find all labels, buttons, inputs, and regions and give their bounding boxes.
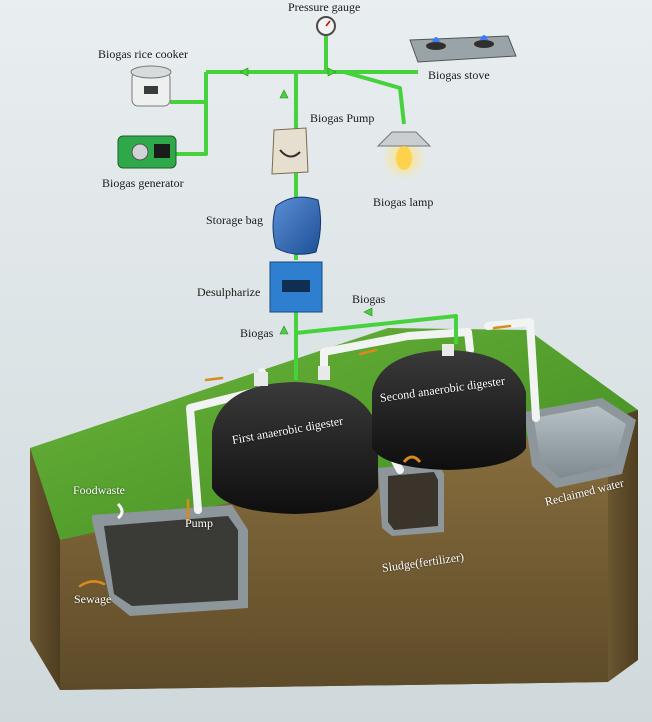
label-foodwaste: Foodwaste <box>73 483 125 497</box>
desulfurizer-icon <box>269 261 323 313</box>
first-tank-port <box>254 372 268 386</box>
sludge-arrow <box>402 455 422 463</box>
soil-left-face <box>30 448 60 690</box>
label-biogas-lamp: Biogas lamp <box>373 195 434 209</box>
second-digester-tank <box>372 344 526 470</box>
label-desulpharize: Desulpharize <box>197 285 261 299</box>
flow-arrow-1 <box>204 376 224 382</box>
gas-arrow-left-2 <box>363 307 373 317</box>
label-biogas-pump: Biogas Pump <box>310 111 375 125</box>
rice-cooker-icon <box>130 65 172 107</box>
gas-stove-icon <box>409 35 517 63</box>
second-tank-body <box>372 350 526 470</box>
label-biogas-lower: Biogas <box>240 326 274 340</box>
lamp-branch <box>343 70 406 125</box>
gas-arrow-right <box>327 67 337 77</box>
pit-slurry <box>104 516 238 606</box>
foodwaste-pit <box>92 505 248 616</box>
label-pump: Pump <box>185 516 214 530</box>
sludge-pit <box>378 462 444 536</box>
label-biogas-stove: Biogas stove <box>428 68 490 82</box>
gas-arrow-up-1 <box>279 89 289 99</box>
gas-flow-arrows <box>239 67 373 335</box>
generator-branch <box>172 102 208 156</box>
label-pressure-gauge: Pressure gauge <box>288 0 361 14</box>
gas-arrow-left <box>239 67 249 77</box>
reclaimed-water-pit <box>524 398 636 488</box>
first-tank-body <box>212 382 378 514</box>
lamp-icon <box>376 131 432 180</box>
label-biogas-generator: Biogas generator <box>102 176 184 190</box>
flow-arrow-2 <box>358 348 378 356</box>
label-rice-cooker: Biogas rice cooker <box>98 47 188 61</box>
sludge-content <box>388 472 438 530</box>
flow-arrow-3 <box>492 324 512 330</box>
biogas-pump-icon <box>271 127 309 175</box>
storage-bag-icon <box>272 196 322 255</box>
label-biogas-upper: Biogas <box>352 292 386 306</box>
first-digester-tank <box>212 366 378 514</box>
pressure-gauge-icon <box>316 16 336 36</box>
water-surface <box>534 406 626 478</box>
gas-arrow-up-2 <box>279 325 289 335</box>
digester-link-pipe <box>320 328 474 370</box>
label-storage-bag: Storage bag <box>206 213 263 227</box>
soil-right-face <box>608 410 638 682</box>
liquid-flow-arrows <box>78 324 512 588</box>
soil-main-face <box>60 420 608 690</box>
generator-icon <box>117 135 177 169</box>
second-tank-port <box>442 344 454 356</box>
first-tank-port-2 <box>318 366 330 380</box>
outflow-pipe <box>484 318 540 422</box>
collector-pipe <box>294 314 458 380</box>
sewage-arrow <box>78 580 106 588</box>
foodwaste-arrow <box>116 502 124 520</box>
label-sewage: Sewage <box>74 592 112 606</box>
